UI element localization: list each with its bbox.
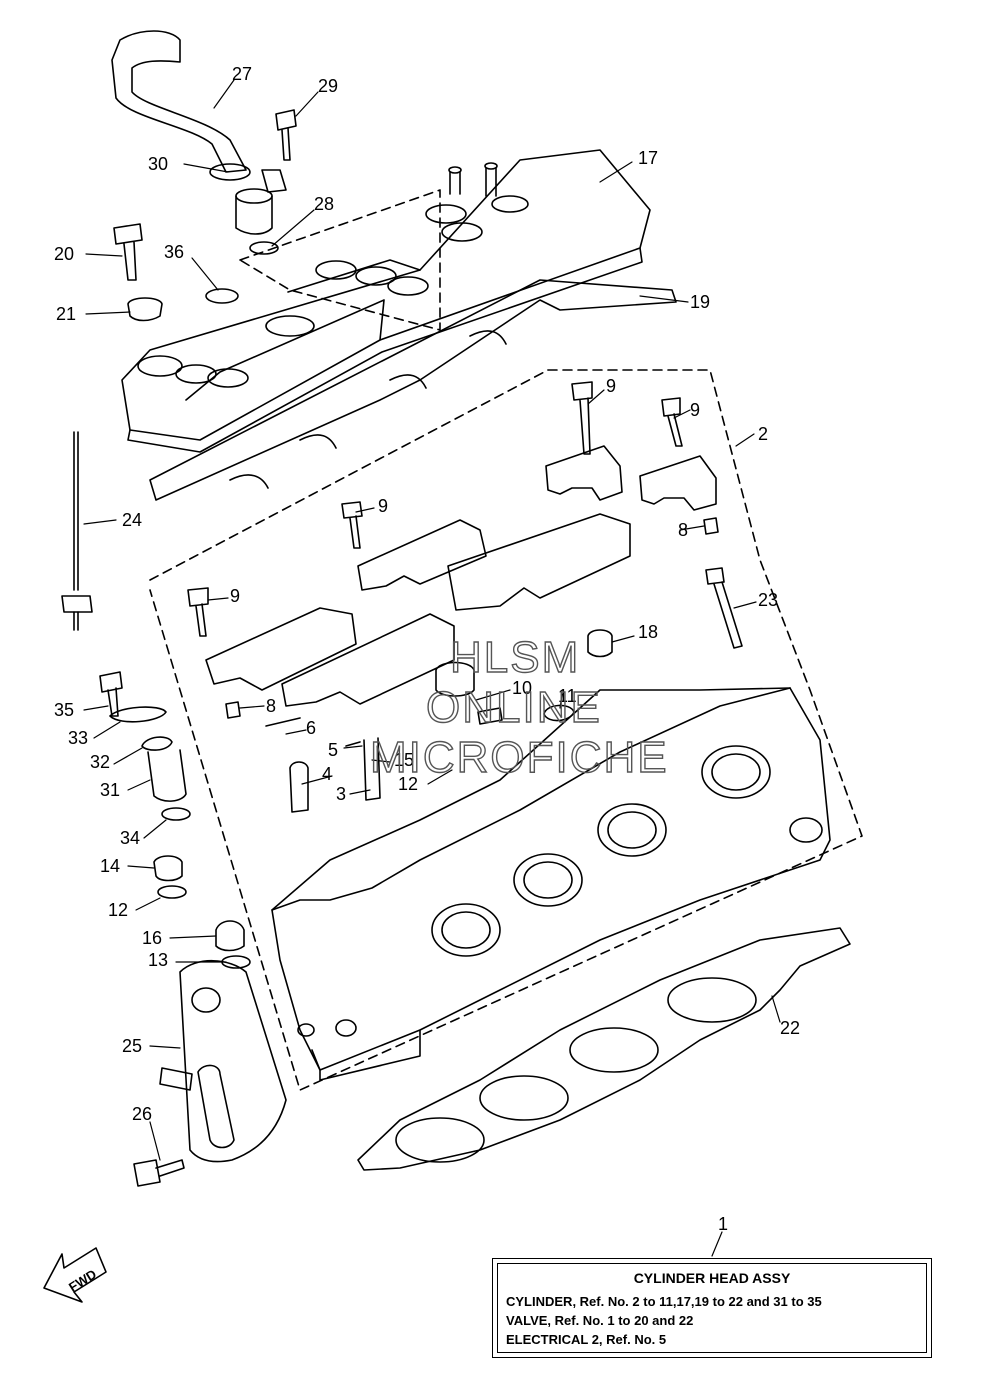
callout: 13	[148, 950, 168, 970]
watermark-line: ONLINE	[426, 683, 602, 732]
cam-cap-dashed-box	[149, 369, 863, 1091]
callout: 29	[318, 76, 338, 96]
callout: 17	[638, 148, 658, 168]
callout: 1	[718, 1214, 728, 1234]
callout: 12	[108, 900, 128, 920]
cylinder-head-part	[271, 687, 831, 1081]
callout: 11	[558, 686, 577, 706]
fwd-arrow	[43, 1247, 107, 1303]
legend-line-cylinder: CYLINDER, Ref. No. 2 to 11,17,19 to 22 a…	[506, 1294, 822, 1309]
callout: 33	[68, 728, 88, 748]
callout: 22	[780, 1018, 800, 1038]
callout: 9	[606, 376, 616, 396]
cover-plate-25-part	[179, 960, 287, 1163]
callout: 19	[690, 292, 710, 312]
head-cover-part	[121, 149, 651, 453]
callout: 32	[90, 752, 110, 772]
plug-36-part	[205, 288, 239, 304]
callout: 36	[164, 242, 184, 262]
cover-gasket-part	[149, 279, 677, 501]
callout: 21	[56, 304, 76, 324]
legend-inner-border: CYLINDER HEAD ASSY CYLINDER, Ref. No. 2 …	[497, 1263, 927, 1353]
head-gasket-part	[357, 927, 851, 1171]
camshaft-cap-part	[205, 445, 717, 707]
callout-labels: 27 29 30 28 17 20 36 21 19 9 9 2 24 9 8 …	[54, 64, 800, 1234]
callout: 5	[328, 740, 338, 760]
bolt-26-part	[133, 1159, 185, 1187]
bolt-20-part	[113, 223, 143, 281]
watermark-line: MICROFICHE	[370, 733, 669, 782]
bolt-9-upper	[571, 381, 593, 455]
callout: 30	[148, 154, 168, 174]
legend-line-electrical: ELECTRICAL 2, Ref. No. 5	[506, 1332, 667, 1347]
callout: 16	[142, 928, 162, 948]
callout: 18	[638, 622, 658, 642]
callout: 8	[266, 696, 276, 716]
leader-lines	[83, 79, 781, 1257]
callout: 26	[132, 1104, 152, 1124]
callout: 3	[336, 784, 346, 804]
bolt-29-part	[275, 109, 297, 161]
callout: 25	[122, 1036, 142, 1056]
watermark: HLSM ONLINE MICROFICHE	[369, 632, 669, 782]
callout: 9	[378, 496, 388, 516]
hose-clamp-part	[261, 169, 287, 193]
callout: 10	[512, 678, 532, 698]
callout: 34	[120, 828, 140, 848]
callout: 8	[678, 520, 688, 540]
legend-line-valve: VALVE, Ref. No. 1 to 20 and 22	[506, 1313, 694, 1328]
callout: 9	[690, 400, 700, 420]
lead-wire-24-part	[61, 431, 93, 631]
breather-hose-part	[111, 30, 273, 235]
callout: 27	[232, 64, 252, 84]
head-bolt-23-part	[705, 567, 743, 649]
callout: 9	[230, 586, 240, 606]
valve-lifter-18-part	[587, 629, 613, 658]
callout: 23	[758, 590, 778, 610]
legend-title: CYLINDER HEAD ASSY	[633, 1270, 791, 1286]
grommet-21-part	[127, 297, 163, 322]
o-ring-28-part	[249, 241, 279, 255]
callout: 15	[394, 750, 414, 770]
callout: 14	[100, 856, 120, 876]
callout: 4	[322, 764, 332, 784]
watermark-line: HLSM	[450, 633, 580, 682]
callout: 20	[54, 244, 74, 264]
callout: 24	[122, 510, 142, 530]
callout: 2	[758, 424, 768, 444]
callout: 12	[398, 774, 418, 794]
callout: 31	[100, 780, 120, 800]
callout: 6	[306, 718, 316, 738]
callout: 28	[314, 194, 334, 214]
legend-box: CYLINDER HEAD ASSY CYLINDER, Ref. No. 2 …	[492, 1258, 932, 1358]
callout: 35	[54, 700, 74, 720]
fwd-label: FWD	[66, 1266, 99, 1294]
